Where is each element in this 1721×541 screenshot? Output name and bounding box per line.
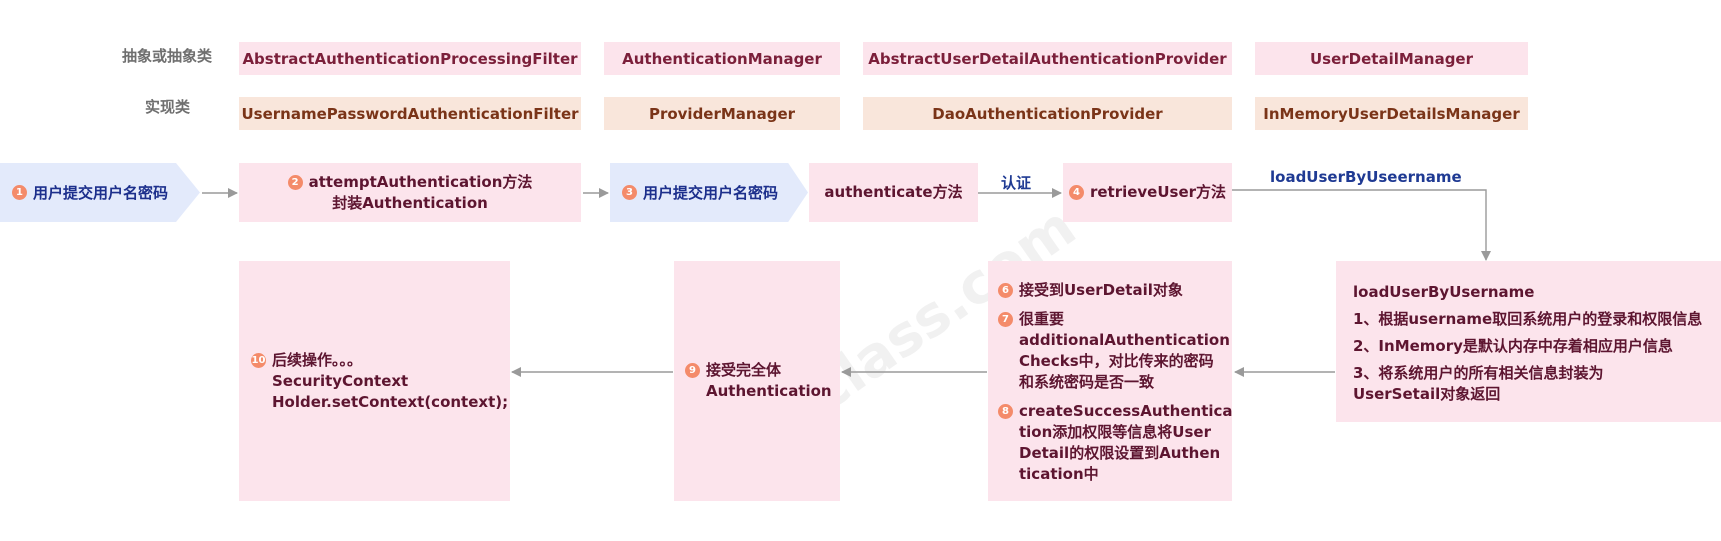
- load-user-by-username-box: loadUserByUsername 1、根据username取回系统用户的登录…: [1336, 261, 1721, 422]
- arrow-retrieve-to-load: [1232, 189, 1491, 261]
- step7-line4: 和系统密码是否一致: [1019, 373, 1155, 391]
- impl-class-inmemory-manager: InMemoryUserDetailsManager: [1255, 97, 1528, 130]
- load-box-line3b: UserSetail对象返回: [1353, 385, 1501, 403]
- step3-label: 用户提交用户名密码: [643, 184, 779, 202]
- step6-item: 6 接受到UserDetail对象: [998, 280, 1232, 301]
- step9-number-badge: 9: [685, 363, 700, 378]
- edge-label-load-user: loadUserByUseername: [1270, 168, 1462, 186]
- step3-number-badge: 3: [622, 185, 637, 200]
- abstract-class-filter: AbstractAuthenticationProcessingFilter: [239, 42, 581, 75]
- step4-retrieve-user: 4 retrieveUser方法: [1063, 163, 1232, 222]
- step1-submit-credentials: 1 用户提交用户名密码: [0, 163, 200, 222]
- step10-line2: SecurityContext: [272, 371, 409, 390]
- step9-line1: 接受完全体: [706, 361, 782, 379]
- step6-number-badge: 6: [998, 283, 1013, 298]
- step7-line3: Checks中，对比传来的密码: [1019, 352, 1214, 370]
- abstract-class-provider: AbstractUserDetailAuthenticationProvider: [863, 42, 1232, 75]
- step2-line2: 封装Authentication: [332, 193, 488, 212]
- step8-line2: tion添加权限等信息将User: [1019, 423, 1211, 441]
- load-box-line3a: 3、将系统用户的所有相关信息封装为: [1353, 364, 1604, 382]
- abstract-class-user-detail-manager: UserDetailManager: [1255, 42, 1528, 75]
- step8-number-badge: 8: [998, 404, 1013, 419]
- row-label-abstract: 抽象或抽象类: [121, 47, 212, 65]
- edge-label-authenticate: 认证: [1001, 174, 1032, 192]
- step8-line1: createSuccessAuthentica: [1019, 402, 1233, 420]
- step2-line1: attemptAuthentication方法: [308, 172, 533, 191]
- step4-label: retrieveUser方法: [1089, 183, 1227, 201]
- step7-item: 7 很重要 additionalAuthentication Checks中，对…: [998, 309, 1232, 393]
- abstract-class-auth-manager: AuthenticationManager: [604, 42, 840, 75]
- load-box-title: loadUserByUsername: [1353, 283, 1535, 301]
- step8-item: 8 createSuccessAuthentica tion添加权限等信息将Us…: [998, 401, 1233, 485]
- step3-submit-credentials: 3 用户提交用户名密码: [610, 163, 808, 222]
- load-box-line1: 1、根据username取回系统用户的登录和权限信息: [1353, 310, 1703, 328]
- step10-follow-up-operations: 10 后续操作。。。 SecurityContext Holder.setCon…: [239, 261, 510, 501]
- impl-class-provider-manager: ProviderManager: [604, 97, 840, 130]
- step7-line2: additionalAuthentication: [1019, 331, 1230, 349]
- load-box-line2: 2、InMemory是默认内存中存着相应用户信息: [1353, 337, 1673, 355]
- impl-class-dao-provider: DaoAuthenticationProvider: [863, 97, 1232, 130]
- step7-line1: 很重要: [1019, 310, 1065, 328]
- step10-line3: Holder.setContext(context);: [272, 392, 509, 411]
- step7-number-badge: 7: [998, 312, 1013, 327]
- authenticate-method-box: authenticate方法: [809, 163, 978, 222]
- step2-attempt-authentication: 2 attemptAuthentication方法 封装Authenticati…: [239, 163, 581, 222]
- step2-number-badge: 2: [287, 174, 303, 190]
- row-label-impl: 实现类: [144, 98, 190, 116]
- step1-number-badge: 1: [12, 185, 27, 200]
- user-detail-checks-box: 6 接受到UserDetail对象 7 很重要 additionalAuthen…: [988, 261, 1233, 501]
- step10-line1: 后续操作。。。: [272, 350, 363, 369]
- step9-receive-authentication: 9 接受完全体 Authentication: [674, 261, 840, 501]
- step8-line4: tication中: [1019, 465, 1099, 483]
- step4-number-badge: 4: [1068, 185, 1084, 200]
- step1-label: 用户提交用户名密码: [33, 184, 169, 202]
- step8-line3: Detail的权限设置到Authen: [1019, 444, 1221, 462]
- step9-line2: Authentication: [706, 382, 832, 400]
- impl-class-filter: UsernamePasswordAuthenticationFilter: [239, 97, 581, 130]
- step10-number-badge: 10: [251, 352, 266, 368]
- step6-label: 接受到UserDetail对象: [1019, 281, 1183, 299]
